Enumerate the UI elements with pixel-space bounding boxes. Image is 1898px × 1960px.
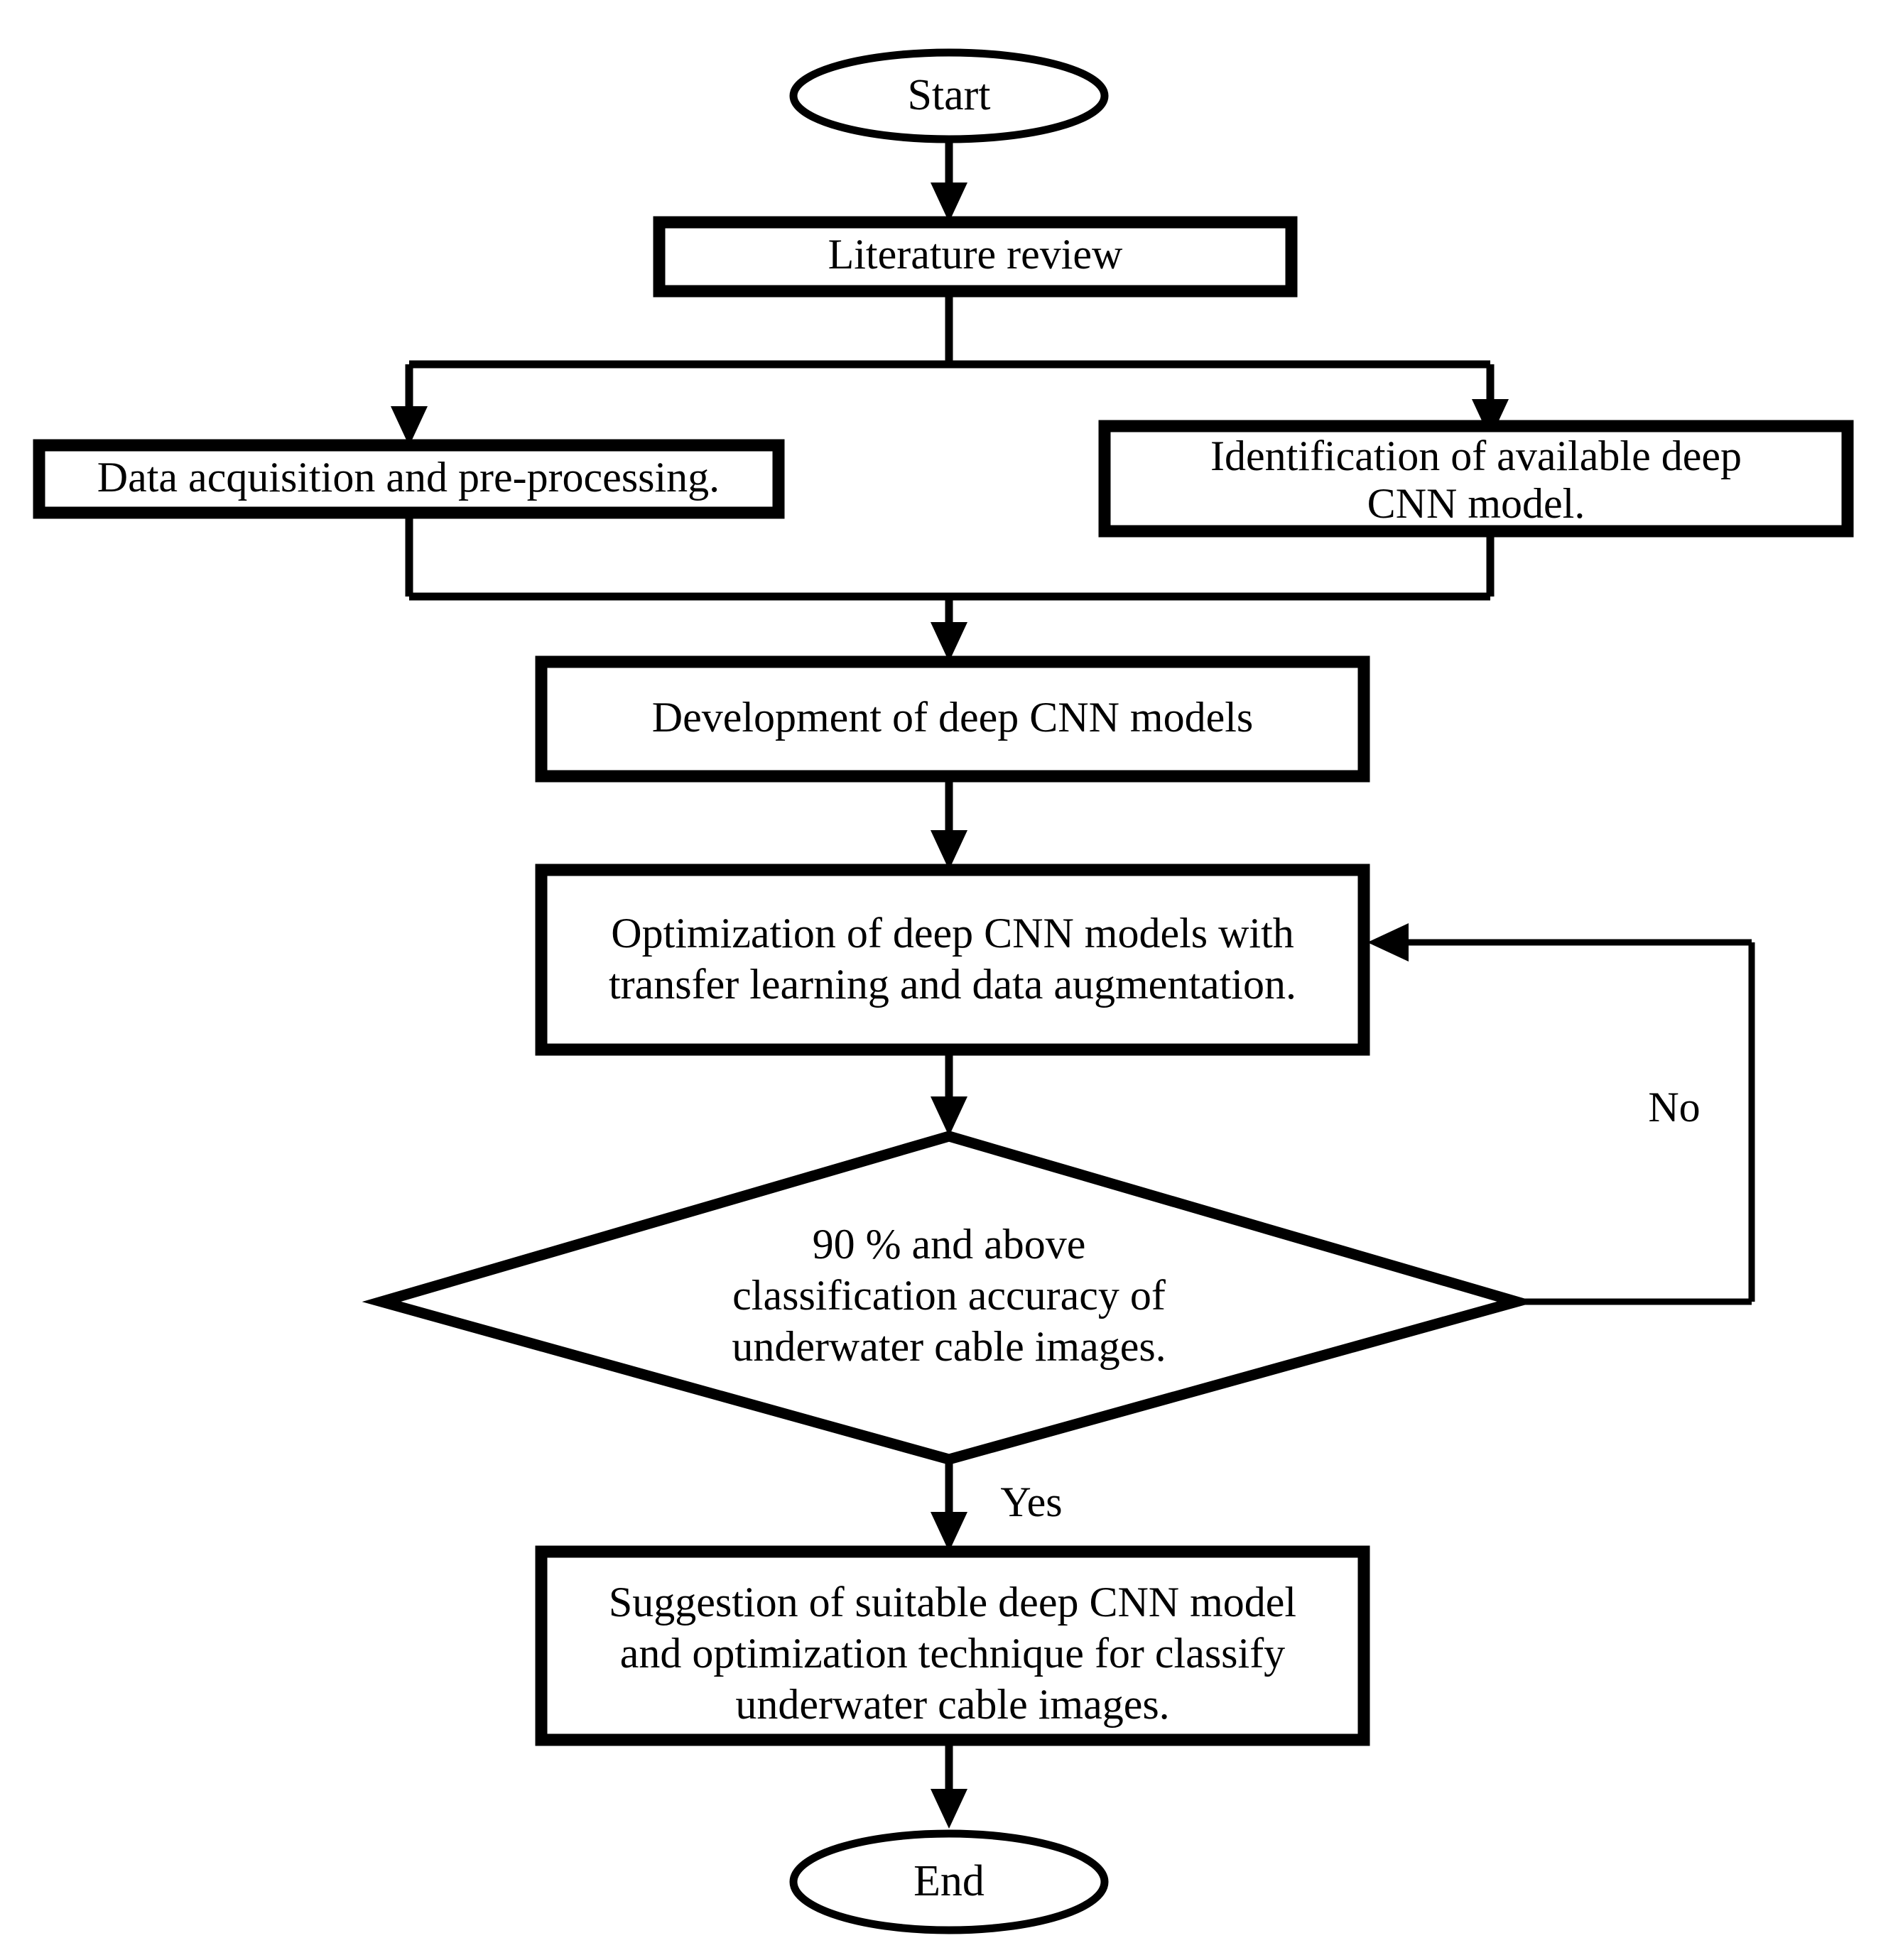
connector-optimization-to-decision: [931, 1050, 967, 1136]
connector-decision-no-feedback: [1367, 923, 1755, 1305]
end-terminator-label: End: [913, 1857, 985, 1905]
edge-label-no: No: [1648, 1084, 1700, 1131]
start-terminator[interactable]: Start: [789, 48, 1109, 143]
suggestion-label-line-2: and optimization technique for classify: [620, 1630, 1285, 1677]
edge-label-yes: Yes: [1000, 1479, 1062, 1525]
accuracy-decision-label-line-2: classification accuracy of: [732, 1272, 1166, 1319]
connector-start-to-literature: [931, 139, 967, 222]
optimization-label-line-1: Optimization of deep CNN models with: [611, 910, 1294, 957]
end-terminator[interactable]: End: [789, 1829, 1109, 1934]
accuracy-decision-label-line-3: underwater cable images.: [732, 1323, 1166, 1370]
identification-label-line-2: CNN model.: [1367, 480, 1585, 527]
data-acquisition-label: Data acquisition and pre-processing.: [97, 454, 720, 501]
optimization-process[interactable]: Optimization of deep CNN models with tra…: [535, 864, 1370, 1056]
literature-review-label: Literature review: [828, 231, 1123, 278]
connector-split-to-data-acquisition: [391, 364, 428, 446]
optimization-label-line-2: transfer learning and data augmentation.: [609, 961, 1296, 1008]
connector-literature-split: [409, 291, 1490, 369]
literature-review-process[interactable]: Literature review: [653, 216, 1298, 298]
accuracy-decision[interactable]: 90 % and above classification accuracy o…: [362, 1131, 1536, 1465]
data-acquisition-process[interactable]: Data acquisition and pre-processing.: [33, 439, 785, 519]
development-process[interactable]: Development of deep CNN models: [535, 655, 1370, 783]
connector-decision-yes-to-suggestion: [931, 1459, 967, 1552]
suggestion-label-line-3: underwater cable images.: [735, 1681, 1169, 1728]
connector-suggestion-to-end: [931, 1740, 967, 1829]
connector-merge-to-development: [931, 597, 967, 662]
suggestion-label-line-1: Suggestion of suitable deep CNN model: [609, 1579, 1296, 1626]
accuracy-decision-label-line-1: 90 % and above: [813, 1221, 1086, 1268]
development-label: Development of deep CNN models: [652, 694, 1253, 741]
start-terminator-label: Start: [907, 71, 990, 119]
connector-development-to-optimization: [931, 776, 967, 870]
suggestion-process[interactable]: Suggestion of suitable deep CNN model an…: [535, 1545, 1370, 1746]
identification-process[interactable]: Identification of available deep CNN mod…: [1098, 420, 1854, 538]
identification-label-line-1: Identification of available deep: [1210, 432, 1742, 479]
connector-split-to-identification: [1472, 364, 1509, 439]
